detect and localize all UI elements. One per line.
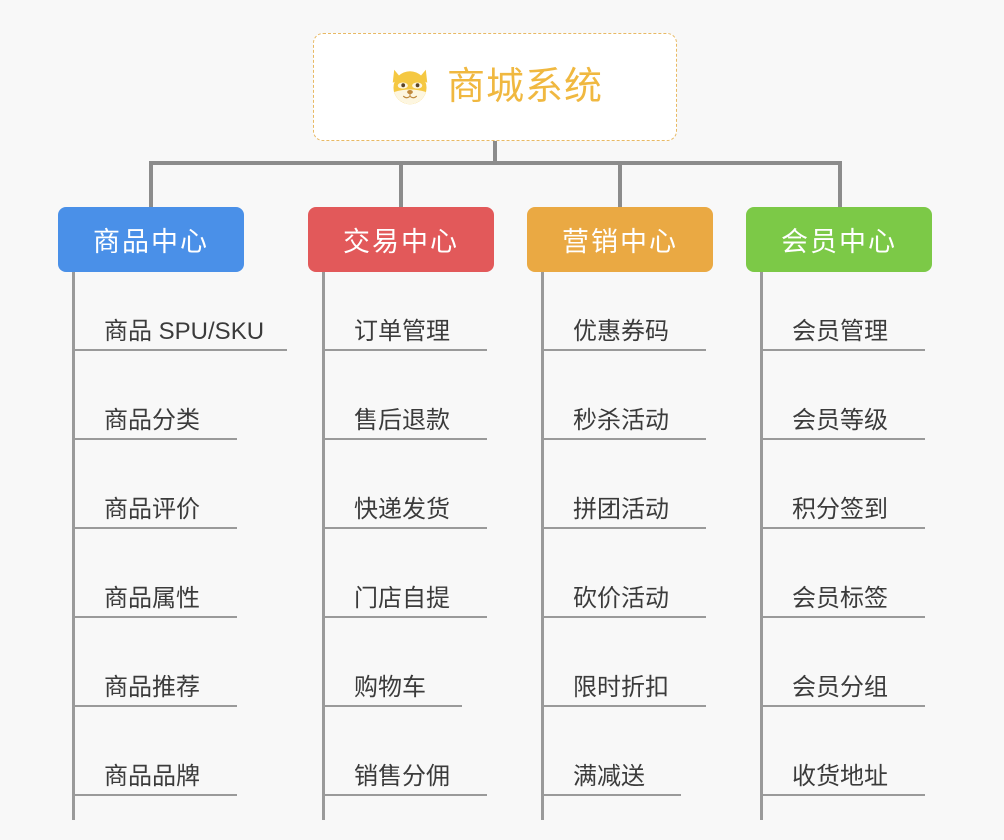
leaf-item[interactable]: 会员标签 — [760, 571, 925, 618]
leaf-item[interactable]: 订单管理 — [322, 304, 487, 351]
leaf-item[interactable]: 门店自提 — [322, 571, 487, 618]
leaf-item[interactable]: 商品分类 — [72, 393, 237, 440]
leaf-item-label: 商品属性 — [104, 585, 200, 612]
leaf-item-label: 商品 SPU/SKU — [104, 318, 265, 345]
leaf-item-label: 商品品牌 — [104, 763, 200, 790]
leaf-item-label: 订单管理 — [354, 318, 450, 345]
leaf-item-label: 商品分类 — [104, 407, 200, 434]
category-header-product-center[interactable]: 商品中心 — [58, 207, 244, 272]
leaf-item[interactable]: 售后退款 — [322, 393, 487, 440]
leaf-item[interactable]: 商品推荐 — [72, 660, 237, 707]
connector-root-stem — [493, 141, 497, 164]
category-header-member-center[interactable]: 会员中心 — [746, 207, 932, 272]
connector-branch-drop-3 — [618, 161, 622, 207]
leaf-item-label: 会员分组 — [792, 674, 888, 701]
root-node-shopping-mall-system[interactable]: 商城系统 — [313, 33, 677, 141]
leaf-item[interactable]: 收货地址 — [760, 749, 925, 796]
leaf-item[interactable]: 砍价活动 — [541, 571, 706, 618]
leaf-item-label: 满减送 — [573, 763, 645, 790]
leaf-item[interactable]: 商品属性 — [72, 571, 237, 618]
leaf-item[interactable]: 会员等级 — [760, 393, 925, 440]
connector-branch-drop-4 — [838, 161, 842, 207]
column-trunk-marketing-center — [541, 272, 544, 820]
leaf-item-label: 快递发货 — [354, 496, 450, 523]
column-trunk-trade-center — [322, 272, 325, 820]
leaf-item-label: 秒杀活动 — [573, 407, 669, 434]
connector-horizontal-bus — [149, 161, 842, 165]
leaf-item-label: 砍价活动 — [573, 585, 669, 612]
category-header-label: 商品中心 — [93, 227, 209, 257]
leaf-item[interactable]: 商品 SPU/SKU — [72, 304, 287, 351]
leaf-item-label: 购物车 — [354, 674, 426, 701]
leaf-item[interactable]: 销售分佣 — [322, 749, 487, 796]
leaf-item-label: 售后退款 — [354, 407, 450, 434]
leaf-item-label: 限时折扣 — [573, 674, 669, 701]
category-header-label: 会员中心 — [781, 227, 897, 257]
leaf-item-label: 会员管理 — [792, 318, 888, 345]
leaf-item[interactable]: 快递发货 — [322, 482, 487, 529]
column-trunk-member-center — [760, 272, 763, 820]
leaf-item[interactable]: 拼团活动 — [541, 482, 706, 529]
leaf-item-label: 销售分佣 — [354, 763, 450, 790]
connector-branch-drop-2 — [399, 161, 403, 207]
leaf-item[interactable]: 积分签到 — [760, 482, 925, 529]
leaf-item[interactable]: 会员分组 — [760, 660, 925, 707]
leaf-item[interactable]: 优惠券码 — [541, 304, 706, 351]
connector-branch-drop-1 — [149, 161, 153, 207]
category-header-label: 交易中心 — [343, 227, 459, 257]
leaf-item-label: 会员标签 — [792, 585, 888, 612]
category-header-label: 营销中心 — [562, 227, 678, 257]
leaf-item-label: 拼团活动 — [573, 496, 669, 523]
leaf-item[interactable]: 会员管理 — [760, 304, 925, 351]
shiba-dog-icon — [387, 64, 433, 110]
leaf-item-label: 商品评价 — [104, 496, 200, 523]
leaf-item[interactable]: 商品评价 — [72, 482, 237, 529]
leaf-item[interactable]: 购物车 — [322, 660, 462, 707]
leaf-item-label: 收货地址 — [792, 763, 888, 790]
leaf-item[interactable]: 商品品牌 — [72, 749, 237, 796]
leaf-item[interactable]: 秒杀活动 — [541, 393, 706, 440]
column-trunk-product-center — [72, 272, 75, 820]
leaf-item-label: 积分签到 — [792, 496, 888, 523]
category-header-trade-center[interactable]: 交易中心 — [308, 207, 494, 272]
leaf-item-label: 商品推荐 — [104, 674, 200, 701]
leaf-item-label: 优惠券码 — [573, 318, 669, 345]
leaf-item[interactable]: 满减送 — [541, 749, 681, 796]
root-node-title: 商城系统 — [446, 66, 603, 108]
category-header-marketing-center[interactable]: 营销中心 — [527, 207, 713, 272]
leaf-item[interactable]: 限时折扣 — [541, 660, 706, 707]
leaf-item-label: 会员等级 — [792, 407, 888, 434]
leaf-item-label: 门店自提 — [354, 585, 450, 612]
